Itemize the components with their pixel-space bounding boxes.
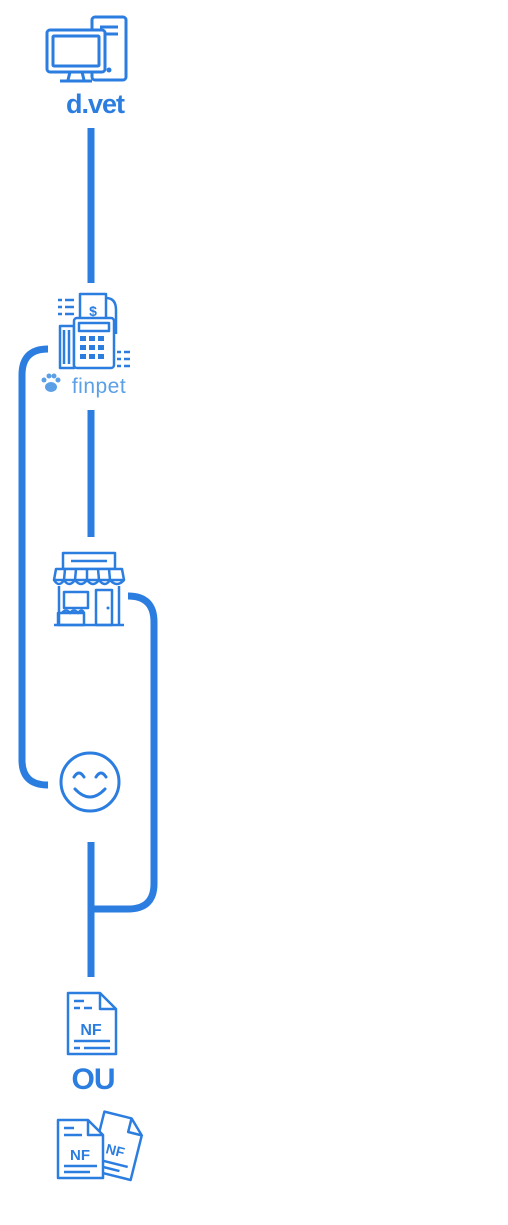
paw-icon bbox=[41, 373, 61, 392]
dvet-logo-text: d.vet bbox=[66, 89, 125, 119]
invoice-nf-label-back: NF bbox=[104, 1140, 126, 1160]
node-store bbox=[52, 551, 126, 627]
connector-lines bbox=[18, 128, 158, 977]
invoice-nf-label: NF bbox=[80, 1022, 102, 1039]
cash-register-icon: $ bbox=[58, 292, 130, 370]
connector-right-loop bbox=[91, 592, 158, 913]
smiley-face-icon bbox=[59, 751, 121, 813]
node-dvet: d.vet bbox=[45, 15, 128, 119]
or-separator-label: OU bbox=[71, 1063, 116, 1096]
node-customer bbox=[59, 751, 121, 813]
multiple-invoices-icon: NF NF bbox=[56, 1110, 144, 1182]
node-finpet: $ finpet bbox=[41, 292, 130, 398]
node-invoice-multiple: NF NF bbox=[56, 1110, 144, 1182]
storefront-icon bbox=[52, 551, 126, 627]
finpet-logo-text: finpet bbox=[72, 375, 126, 398]
invoice-icon: NF bbox=[66, 991, 118, 1056]
node-invoice-single: NF bbox=[66, 991, 118, 1056]
connector-left-loop bbox=[18, 345, 49, 789]
invoice-nf-label-front: NF bbox=[70, 1147, 90, 1164]
svg-text:$: $ bbox=[89, 303, 97, 319]
computer-icon bbox=[45, 15, 128, 83]
